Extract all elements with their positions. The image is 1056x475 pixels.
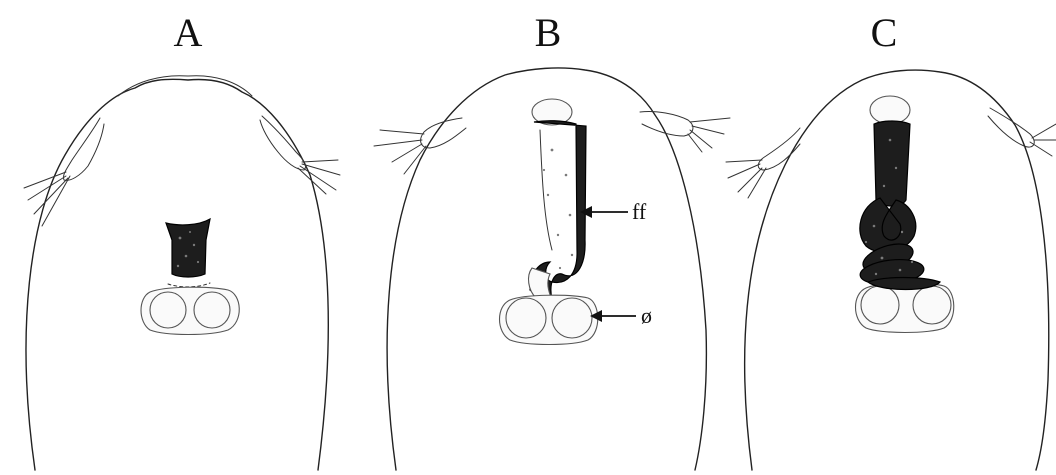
panel-letter-c: C (871, 10, 898, 55)
dashed-base-a (168, 283, 210, 287)
body-outline-b (387, 68, 706, 470)
appendage-left-b (374, 118, 466, 174)
appendage-left-c (726, 128, 800, 198)
pale-cap-c (870, 96, 910, 124)
coiled-knot-c (859, 198, 925, 287)
tube-highlight-b (540, 130, 552, 250)
panel-a: A (24, 10, 340, 470)
appendage-left-a (24, 118, 104, 226)
callout-ff: ff (580, 199, 647, 224)
panel-letter-b: B (535, 10, 562, 55)
dark-stub-a (166, 219, 210, 277)
callout-o: ø (590, 303, 652, 328)
panel-c: C (726, 10, 1056, 470)
dark-tube-c (874, 121, 910, 206)
panel-b: B (374, 10, 730, 470)
lobes-a (141, 287, 239, 334)
callout-label-o: ø (641, 303, 652, 328)
callout-label-ff: ff (632, 199, 647, 224)
panel-letter-a: A (174, 10, 203, 55)
appendage-right-b (640, 111, 730, 152)
lobes-c (856, 278, 954, 333)
appendage-right-c (988, 108, 1056, 156)
tube-texture-b (543, 149, 573, 270)
lobes-b (500, 295, 598, 344)
